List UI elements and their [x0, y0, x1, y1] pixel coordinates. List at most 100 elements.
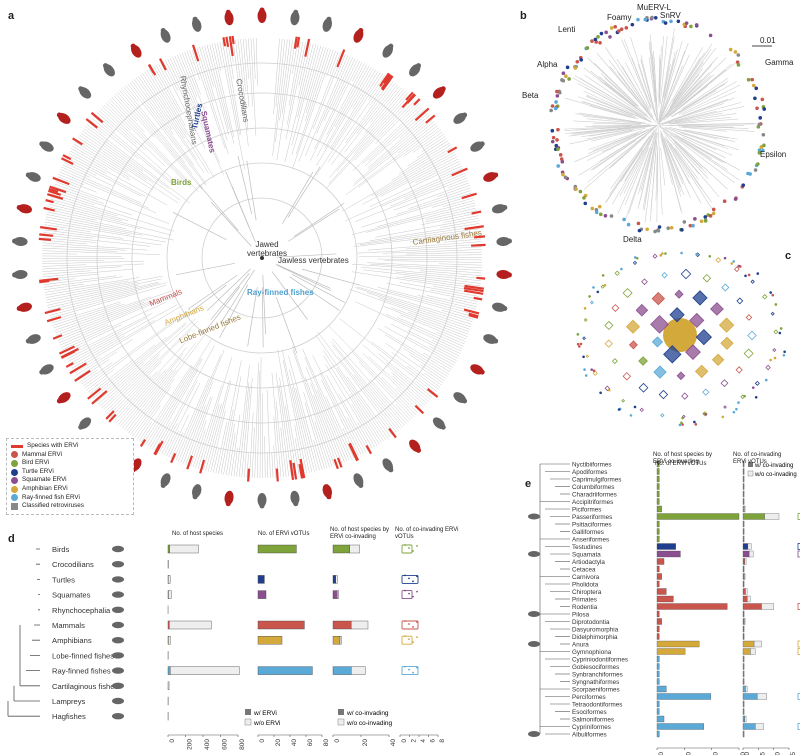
- tree-tip-branch: [444, 215, 478, 223]
- legend-swatch: [11, 451, 18, 459]
- ervi-tip-dot: [711, 211, 716, 216]
- tree-internal-branch: [276, 253, 337, 258]
- retro-branch: [637, 63, 651, 103]
- order-votu-bar: [656, 670, 660, 678]
- network-cluster: [611, 304, 620, 312]
- order-coinv-bar-rest: [745, 685, 748, 693]
- tree-tip-branch: [352, 121, 435, 187]
- retro-branch: [583, 90, 651, 122]
- network-cluster: [692, 290, 708, 306]
- tree-tip-branch: [326, 63, 365, 136]
- tree-tip-branch: [165, 60, 191, 112]
- tree-tip-branch: [168, 414, 189, 458]
- ervi-tip-dot: [565, 65, 570, 70]
- retro-branch: [658, 125, 723, 163]
- tree-tip-branch: [209, 44, 235, 144]
- ervi-tip-dot: [650, 15, 654, 20]
- network-cluster: [635, 303, 649, 317]
- tree-tip-branch: [131, 80, 195, 166]
- order-votu-bar: [656, 700, 660, 708]
- tree-tip-branch: [129, 82, 207, 185]
- tree-tip-branch: [138, 75, 205, 173]
- coinv-point: [404, 544, 406, 546]
- tree-tip-branch: [382, 249, 482, 254]
- network-cluster: [639, 407, 644, 413]
- network-cluster: [611, 358, 618, 365]
- tree-tip-branch: [48, 203, 172, 236]
- tree-tip-branch: [204, 45, 229, 135]
- tree-tip-branch: [135, 77, 173, 130]
- animal-head-icon: [56, 398, 62, 404]
- tree-tip-branch: [259, 357, 262, 478]
- tree-tip-branch: [292, 49, 334, 168]
- retro-branch: [664, 130, 703, 169]
- tree-tip-branch: [44, 227, 124, 239]
- tree-tip-branch: [334, 65, 370, 127]
- ervi-species-mark: [222, 37, 227, 47]
- tree-tip-branch: [305, 55, 349, 157]
- order-silhouette-icon: [528, 551, 540, 557]
- retro-branch: [623, 134, 654, 194]
- tree-tip-branch: [192, 429, 206, 468]
- tree-tip-branch: [207, 380, 232, 472]
- ervi-tip-dot: [582, 196, 586, 200]
- order-coinv-bar-rest: [757, 693, 767, 700]
- tree-tip-branch: [266, 451, 269, 478]
- tree-tip-branch: [46, 214, 174, 241]
- taxon-silhouette-icon: [112, 713, 124, 720]
- tree-tip-branch: [326, 96, 412, 189]
- tree-tip-branch: [351, 271, 480, 292]
- network-singleton: [735, 407, 738, 411]
- coinv-host-bar: [332, 620, 352, 630]
- tree-tip-branch: [297, 43, 311, 100]
- order-boxplot: [797, 550, 800, 558]
- tree-tip-branch: [118, 369, 166, 425]
- panel-letter-e: e: [525, 478, 532, 490]
- header-coinv-host-e2: No. of host species by ERVi co-invading: [653, 452, 713, 465]
- tree-tip-branch: [275, 401, 284, 477]
- legend-label-without: w/o ERVi: [253, 720, 281, 727]
- tree-tip-branch: [292, 345, 335, 466]
- coinv-boxplot: [401, 590, 413, 600]
- network-singleton: [723, 256, 727, 260]
- order-coinv-bar-rest: [761, 603, 775, 610]
- ervi-tip-dot: [622, 217, 626, 222]
- tree-tip-branch: [44, 283, 85, 291]
- tree-tip-branch: [273, 38, 280, 115]
- tree-tip-branch: [354, 98, 414, 160]
- order-label-e: Columbiformes: [572, 484, 614, 491]
- tree-tip-branch: [112, 371, 158, 420]
- tree-tip-branch: [403, 275, 481, 287]
- tree-tip-branch: [50, 284, 167, 319]
- ervi-tip-dot: [669, 225, 674, 230]
- tree-tip-branch: [136, 405, 161, 440]
- tree-tip-branch: [358, 127, 440, 188]
- tree-tip-branch: [180, 380, 214, 463]
- tree-tip-branch: [46, 278, 162, 304]
- tree-tip-branch: [347, 377, 391, 437]
- tree-tip-branch: [432, 339, 461, 354]
- order-label-e: Charadriiformes: [572, 492, 617, 499]
- retro-branch: [593, 122, 641, 125]
- ervi-tip-dot: [748, 172, 752, 176]
- tree-tip-branch: [123, 86, 186, 164]
- order-votu-bar: [656, 663, 660, 670]
- tree-tip-branch: [249, 412, 254, 478]
- tree-tip-branch: [402, 347, 448, 377]
- tree-tip-branch: [232, 39, 240, 86]
- ervi-species-mark: [388, 427, 397, 439]
- retro-branch: [572, 127, 636, 135]
- network-cluster: [583, 318, 588, 322]
- tree-tip-branch: [315, 73, 383, 176]
- tree-tip-branch: [279, 377, 295, 476]
- tree-tip-branch: [133, 78, 174, 135]
- ervi-species-mark: [293, 36, 298, 49]
- ervi-tip-dot: [711, 207, 716, 212]
- coinv-boxplot: [401, 635, 413, 645]
- tree-tip-branch: [409, 158, 459, 184]
- network-cluster: [663, 345, 682, 364]
- tree-tip-branch: [90, 344, 156, 397]
- ervi-species-mark: [426, 388, 439, 398]
- genus-label-beta: Beta: [522, 91, 539, 100]
- ervi-tip-dot: [653, 16, 658, 20]
